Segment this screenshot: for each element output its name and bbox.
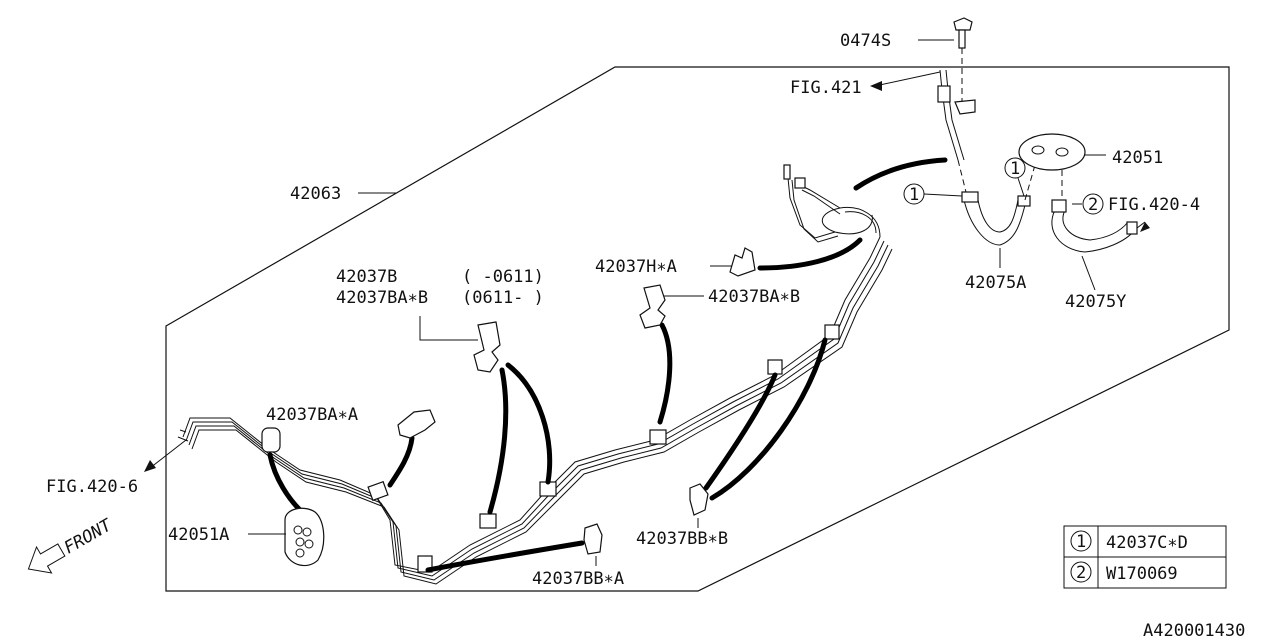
callout-circle-1-top: [1004, 157, 1026, 179]
label-clip-42037ba-b-left: 42037BA∗B: [336, 288, 428, 308]
legend-circle-1: [1070, 530, 1092, 552]
legend-part-2: W170069: [1106, 564, 1178, 584]
label-clip-42037h-a: 42037H∗A: [595, 257, 677, 277]
legend-part-1: 42037C∗D: [1106, 533, 1188, 553]
callout-2-right: 2: [1088, 195, 1098, 215]
label-grommet-42051: 42051: [1112, 148, 1163, 168]
callout-labels: 0474S FIG.421 42063 42051 2 FIG.420-4 1 …: [46, 31, 1200, 589]
label-clip-42037ba-b-right: 42037BA∗B: [708, 287, 800, 307]
fuel-pipe-bundle: [177, 164, 893, 585]
pipe-clips: [261, 324, 840, 573]
label-clip-42037bb-b: 42037BB∗B: [636, 529, 728, 549]
legend-num-2: 2: [1076, 563, 1086, 583]
callout-circle-2-right: [1082, 193, 1104, 215]
front-arrow-icon: [27, 543, 66, 574]
label-hose-42075y: 42075Y: [1065, 292, 1126, 312]
label-clip-42037b-range: ( -0611): [462, 267, 544, 287]
callout-1-left: 1: [909, 185, 919, 205]
label-bolt-0474s: 0474S: [840, 31, 891, 51]
label-grommet-42051a: 42051A: [168, 525, 229, 545]
label-hose-42075a: 42075A: [965, 273, 1026, 293]
label-clip-42037bb-a: 42037BB∗A: [532, 569, 624, 589]
callout-1-top: 1: [1010, 159, 1020, 179]
legend-circle-2: [1070, 561, 1092, 583]
label-clip-42037b: 42037B: [336, 267, 397, 287]
label-front: FRONT: [61, 515, 117, 559]
filler-hose-group: [937, 17, 1150, 253]
label-fig-420-6: FIG.420-6: [46, 477, 138, 497]
legend-num-1: 1: [1076, 532, 1086, 552]
label-clip-42037ba-b-left-range: (0611- ): [462, 288, 544, 308]
diagram-id: A420001430: [1143, 621, 1245, 640]
assembly-outline: [165, 66, 1230, 592]
label-pipe-42063: 42063: [290, 184, 341, 204]
label-fig-420-4: FIG.420-4: [1108, 195, 1200, 215]
label-fig-421: FIG.421: [790, 78, 862, 98]
label-clip-42037ba-a: 42037BA∗A: [266, 405, 358, 425]
clip-leaders: [267, 157, 948, 573]
front-direction-indicator: FRONT: [27, 515, 117, 574]
legend-table: 1 42037C∗D 2 W170069: [1063, 525, 1227, 589]
clip-parts: [284, 247, 756, 567]
